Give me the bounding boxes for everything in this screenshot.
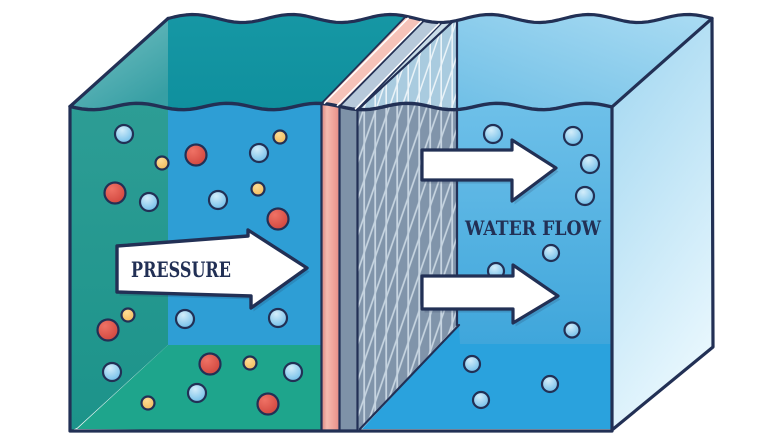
water-flow-arrow-lower xyxy=(420,263,561,327)
particle-blue xyxy=(101,361,123,383)
waterline-back xyxy=(166,12,714,25)
water-surface-right-chamber xyxy=(457,14,712,110)
particle-red xyxy=(103,181,127,205)
particle-blue xyxy=(471,390,491,410)
particle-yellow xyxy=(272,129,288,145)
water-flow-arrow-upper-body xyxy=(420,138,558,203)
particle-blue xyxy=(540,374,560,394)
right-chamber-floor xyxy=(362,325,611,429)
particle-blue xyxy=(574,185,596,207)
membrane-pink-top-strip xyxy=(321,16,424,107)
particle-blue xyxy=(113,123,135,145)
membrane-gray-layer xyxy=(339,106,358,432)
water-flow-arrow-lower-body xyxy=(420,263,560,325)
highlight-line-2 xyxy=(336,20,423,107)
pressure-arrow: PRESSURE xyxy=(115,228,310,312)
particle-red xyxy=(256,392,280,416)
particle-yellow xyxy=(250,181,266,197)
pressure-label: PRESSURE xyxy=(131,257,231,282)
particle-blue xyxy=(248,142,270,164)
right-side-face xyxy=(612,18,713,431)
particle-blue xyxy=(207,189,229,211)
waterline-front xyxy=(68,101,614,112)
contaminant-particles xyxy=(96,123,304,416)
particle-yellow xyxy=(154,155,170,171)
particle-blue xyxy=(562,125,584,147)
particle-blue xyxy=(579,153,601,175)
particle-blue xyxy=(138,191,160,213)
mesh-floor-edge xyxy=(358,323,461,431)
tank-outer-edges xyxy=(68,16,715,433)
particle-red xyxy=(184,143,208,167)
pressure-arrow-body xyxy=(115,228,309,310)
particle-blue xyxy=(174,308,196,330)
water-flow-arrow-upper xyxy=(420,138,559,205)
particle-blue xyxy=(267,307,289,329)
particle-red xyxy=(198,352,222,376)
outline-edges xyxy=(68,12,715,433)
pink-strip-left-edge xyxy=(320,15,407,105)
particle-yellow xyxy=(242,355,258,371)
membrane-band-edges xyxy=(320,102,359,433)
clean-water-particles xyxy=(462,123,601,410)
particle-yellow xyxy=(120,307,136,323)
particle-blue xyxy=(462,354,482,374)
particle-blue xyxy=(541,243,561,263)
membrane-stack xyxy=(321,103,457,432)
mesh-wall-top-edge xyxy=(356,20,455,111)
membrane-gray-top-strip xyxy=(339,20,442,110)
particle-blue xyxy=(563,321,581,339)
particle-blue xyxy=(482,123,504,145)
membrane-pink-layer xyxy=(321,103,340,432)
pink-strip-right-edge xyxy=(338,19,425,108)
particle-red xyxy=(266,207,290,231)
gray-strip-right-edge xyxy=(356,21,443,111)
particle-blue xyxy=(282,361,304,383)
water-flow-label: WATER FLOW xyxy=(464,216,601,240)
particle-blue xyxy=(186,382,208,404)
particle-yellow xyxy=(140,395,156,411)
highlight-line-1 xyxy=(323,17,410,105)
strip-highlights xyxy=(323,17,441,110)
left-chamber-back-wall xyxy=(168,103,322,345)
particle-red xyxy=(96,318,120,342)
highlight-line-3 xyxy=(354,22,441,110)
